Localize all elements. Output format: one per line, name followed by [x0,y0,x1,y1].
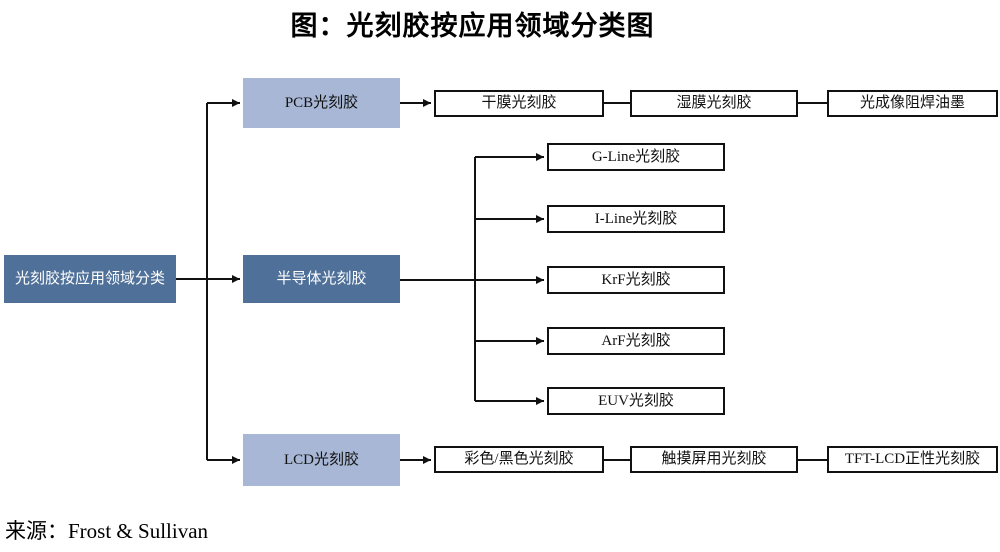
node-krf: KrF光刻胶 [547,266,725,294]
source-note: 来源：Frost & Sullivan [5,519,209,543]
node-semiconductor: 半导体光刻胶 [243,255,400,303]
node-tft-lcd: TFT-LCD正性光刻胶 [827,446,998,473]
node-lcd: LCD光刻胶 [243,434,400,486]
node-euv: EUV光刻胶 [547,387,725,415]
node-color-black: 彩色/黑色光刻胶 [434,446,604,473]
node-g-line: G-Line光刻胶 [547,143,725,171]
node-dry-film: 干膜光刻胶 [434,90,604,117]
node-solder-mask-ink: 光成像阻焊油墨 [827,90,998,117]
node-i-line: I-Line光刻胶 [547,205,725,233]
node-touch-screen: 触摸屏用光刻胶 [630,446,798,473]
node-pcb: PCB光刻胶 [243,78,400,128]
diagram-title: 图：光刻胶按应用领域分类图 [290,11,655,41]
node-arf: ArF光刻胶 [547,327,725,355]
node-root: 光刻胶按应用领域分类 [4,255,176,303]
node-wet-film: 湿膜光刻胶 [630,90,798,117]
